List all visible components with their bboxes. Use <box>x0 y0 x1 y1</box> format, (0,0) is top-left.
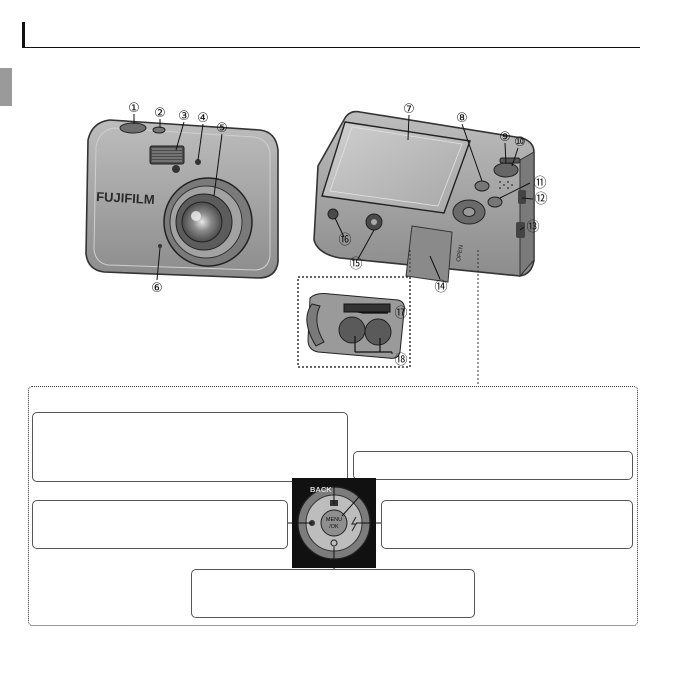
callout-11: ⑪ <box>533 176 546 191</box>
callout-16: ⑯ <box>338 233 351 248</box>
callout-box-menu-ok <box>353 451 633 480</box>
selector-detail-frame <box>28 386 638 626</box>
leader-lines <box>133 114 534 354</box>
self-timer-icon <box>330 539 338 547</box>
callout-13: ⑬ <box>526 220 539 235</box>
back-button-label: BACK <box>310 485 332 494</box>
callout-17: ⑰ <box>394 306 407 321</box>
callout-7: ⑦ <box>403 102 415 117</box>
callout-box-right <box>381 500 633 549</box>
callout-6: ⑥ <box>151 281 163 296</box>
menu-ok-label-line2: /OK <box>329 524 339 530</box>
callout-14: ⑭ <box>434 280 447 295</box>
brand-logo-front: FUJIFILM <box>96 189 155 207</box>
callout-2: ② <box>154 106 166 121</box>
callout-9: ⑨ <box>499 130 511 145</box>
callout-box-left <box>32 500 288 549</box>
header-vertical-rule <box>22 22 25 47</box>
callout-3: ③ <box>178 109 190 124</box>
section-header-bar <box>22 22 640 48</box>
battery-door-label: OPEN <box>456 245 465 263</box>
header-horizontal-rule <box>22 47 640 48</box>
callout-box-up <box>32 412 348 482</box>
callout-1: ① <box>128 101 140 116</box>
flash-icon <box>350 516 358 532</box>
camera-back-view: OPEN <box>313 110 535 384</box>
menu-ok-label-line1: MENU <box>326 517 342 523</box>
battery-chamber-detail <box>297 276 411 368</box>
selector-closeup: BACK MENU /OK <box>288 478 381 569</box>
callout-5: ⑤ <box>216 121 228 136</box>
callout-15: ⑮ <box>349 257 362 272</box>
callout-10: ⑩ <box>514 135 526 150</box>
camera-front-view: FUJIFILM <box>85 119 279 279</box>
callout-4: ④ <box>197 111 209 126</box>
callout-box-down <box>191 569 475 618</box>
callout-8: ⑧ <box>456 111 468 126</box>
chapter-side-tab <box>0 68 12 106</box>
callout-12: ⑫ <box>534 192 547 207</box>
callout-18: ⑱ <box>394 353 407 368</box>
